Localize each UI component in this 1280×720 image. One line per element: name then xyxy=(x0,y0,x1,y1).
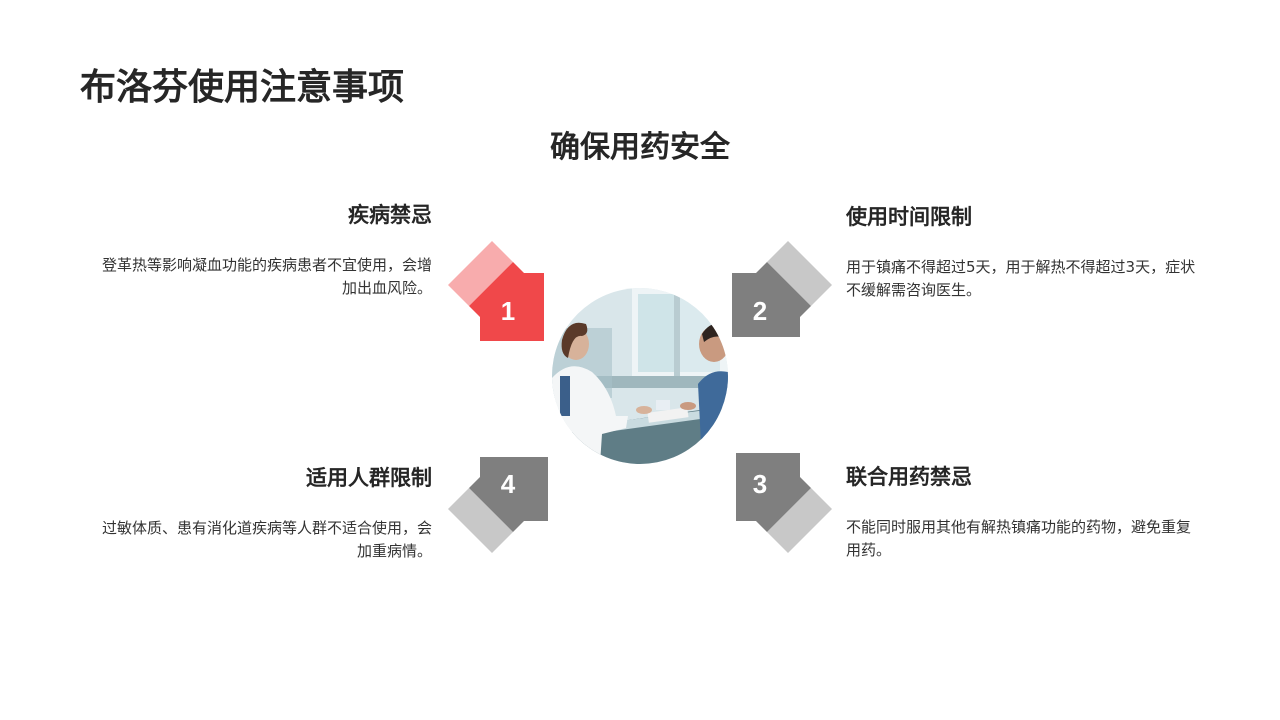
page-subtitle: 确保用药安全 xyxy=(550,130,730,165)
item-heading-4: 适用人群限制 xyxy=(306,466,432,490)
item-description-4: 过敏体质、患有消化道疾病等人群不适合使用，会加重病情。 xyxy=(101,519,432,560)
arrow-number-2: 2 xyxy=(753,296,767,326)
arrow-tail-2 xyxy=(767,241,832,306)
item-block-4: 适用人群限制 过敏体质、患有消化道疾病等人群不适合使用，会加重病情。 xyxy=(90,463,432,563)
item-block-2: 使用时间限制 用于镇痛不得超过5天，用于解热不得超过3天，症状不缓解需咨询医生。 xyxy=(846,202,1204,302)
arrow-head-3 xyxy=(736,453,811,532)
doctor-patient-photo xyxy=(552,288,728,464)
item-heading-3: 联合用药禁忌 xyxy=(846,465,972,489)
item-block-3: 联合用药禁忌 不能同时服用其他有解热镇痛功能的药物，避免重复用药。 xyxy=(846,462,1204,562)
item-description-2: 用于镇痛不得超过5天，用于解热不得超过3天，症状不缓解需咨询医生。 xyxy=(846,258,1196,299)
arrow-3: 3 xyxy=(707,428,837,558)
item-description-1: 登革热等影响凝血功能的疾病患者不宜使用，会增加出血风险。 xyxy=(101,256,432,297)
item-block-1: 疾病禁忌 登革热等影响凝血功能的疾病患者不宜使用，会增加出血风险。 xyxy=(90,200,432,300)
page-title: 布洛芬使用注意事项 xyxy=(80,67,405,108)
arrow-head-2 xyxy=(732,262,811,337)
arrow-4: 4 xyxy=(443,428,573,558)
arrow-head-4 xyxy=(469,457,548,532)
arrow-number-4: 4 xyxy=(501,469,516,499)
arrow-number-1: 1 xyxy=(501,296,515,326)
arrow-number-3: 3 xyxy=(753,469,767,499)
arrow-tail-3 xyxy=(767,488,832,553)
arrow-tail-1 xyxy=(448,241,513,306)
arrow-head-1 xyxy=(469,262,544,341)
arrow-tail-4 xyxy=(448,488,513,553)
item-heading-1: 疾病禁忌 xyxy=(348,203,432,227)
item-description-3: 不能同时服用其他有解热镇痛功能的药物，避免重复用药。 xyxy=(846,518,1192,559)
arrow-2: 2 xyxy=(707,236,837,366)
item-heading-2: 使用时间限制 xyxy=(846,205,972,229)
arrow-1: 1 xyxy=(443,236,573,366)
